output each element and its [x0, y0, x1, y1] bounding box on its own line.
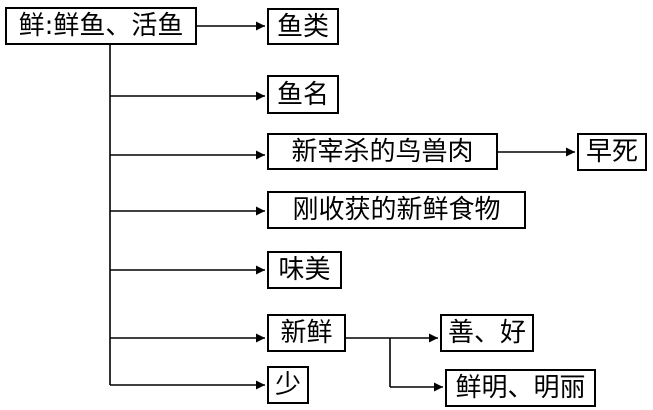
- node-fresh: 新鲜: [267, 314, 346, 352]
- node-fresh-food: 刚收获的新鲜食物: [267, 191, 526, 229]
- node-fish-category: 鱼类: [267, 8, 339, 45]
- node-few: 少: [267, 366, 309, 404]
- root-node: 鲜:鲜鱼、活鱼: [5, 7, 197, 45]
- node-bright: 鲜明、明丽: [445, 369, 596, 407]
- node-good: 善、好: [440, 314, 534, 352]
- node-early-death: 早死: [577, 133, 647, 171]
- node-fresh-meat: 新宰杀的鸟兽肉: [267, 133, 498, 170]
- node-tasty: 味美: [267, 251, 342, 289]
- node-fish-name: 鱼名: [267, 75, 339, 114]
